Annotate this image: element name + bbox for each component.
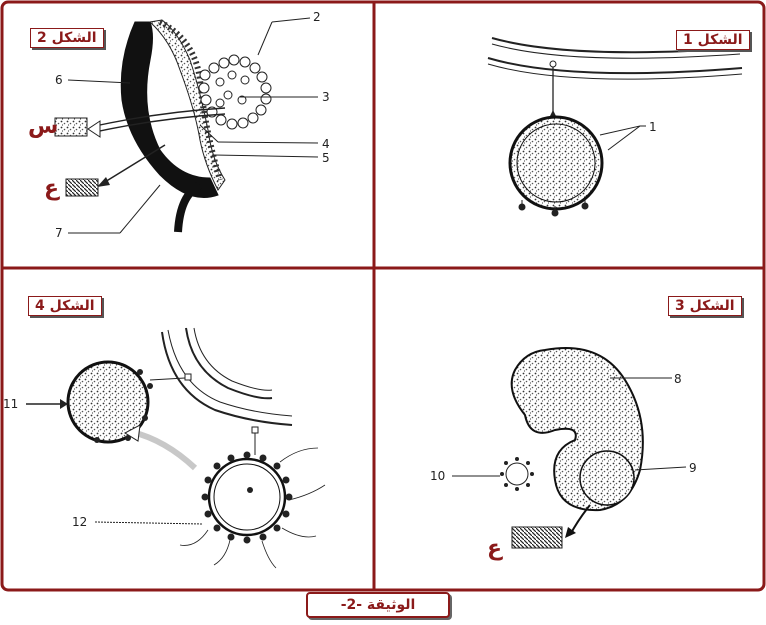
number-9: 9	[689, 461, 697, 475]
letter-ain-2: ع	[44, 176, 60, 201]
outer-frame	[0, 0, 766, 592]
panel-2-label: الشكل 2	[30, 28, 104, 48]
panel-2-diagram	[54, 17, 319, 234]
number-4: 4	[322, 137, 330, 151]
vesicle-ain-2	[65, 178, 99, 197]
letter-ain-3: ع	[487, 536, 503, 561]
number-6: 6	[55, 73, 63, 87]
number-10: 10	[430, 469, 445, 483]
number-8: 8	[674, 372, 682, 386]
coated-vesicle-12	[207, 457, 287, 537]
panel-1-diagram	[487, 37, 743, 217]
vesicle-11	[66, 360, 150, 444]
number-11: 11	[3, 397, 18, 411]
panel-4-diagram	[26, 327, 326, 569]
vesicle-seen	[54, 117, 88, 137]
panel-3-label: الشكل 3	[668, 296, 742, 316]
vesicle-1	[508, 115, 604, 211]
number-1: 1	[649, 120, 657, 134]
vesicle-ain-3	[511, 526, 563, 549]
panel-1-label: الشكل 1	[676, 30, 750, 50]
number-12: 12	[72, 515, 87, 529]
number-3: 3	[322, 90, 330, 104]
number-2: 2	[313, 10, 321, 24]
letter-seen: س	[28, 114, 58, 139]
number-5: 5	[322, 151, 330, 165]
document-caption: الوثيقة -2-	[306, 592, 450, 618]
panel-3-diagram	[452, 347, 687, 549]
number-7: 7	[55, 226, 63, 240]
panel-4-label: الشكل 4	[28, 296, 102, 316]
